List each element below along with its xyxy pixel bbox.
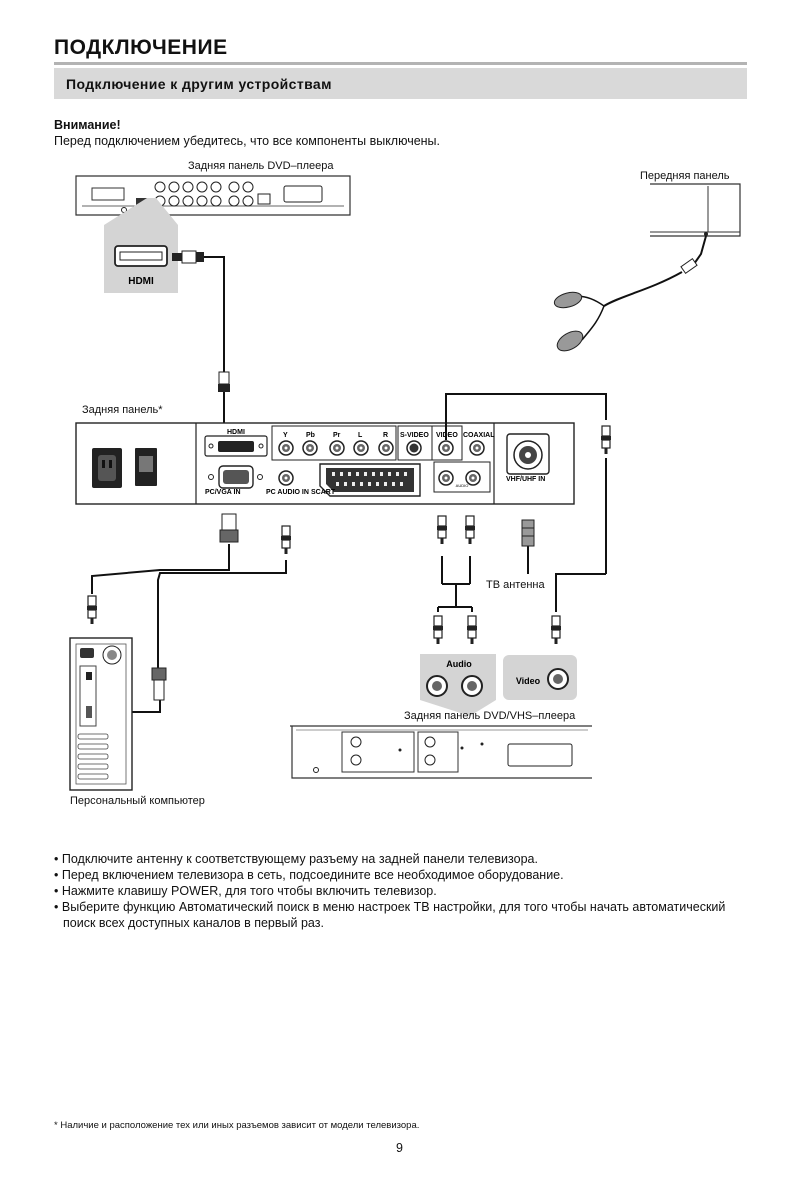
- instruction-list: Подключите антенну к соответствующему ра…: [54, 851, 754, 931]
- port-pc-audio-label: PC AUDIO IN: [266, 489, 309, 496]
- section-band: [54, 68, 747, 99]
- title-rule: [54, 62, 747, 65]
- front-panel-label: Передняя панель: [640, 170, 730, 182]
- tv-antenna-label: ТВ антенна: [486, 579, 545, 591]
- port-l-label: L: [358, 432, 363, 439]
- hdmi-callout: HDMI: [104, 198, 204, 293]
- video-callout: Video: [503, 655, 577, 700]
- instruction-item: Перед включением телевизора в сеть, подс…: [54, 867, 754, 883]
- port-pb-label: Pb: [306, 432, 315, 439]
- hdmi-plug: [218, 371, 230, 430]
- port-video-label: VIDEO: [436, 432, 458, 439]
- instruction-item: Нажмите клавишу POWER, для того чтобы вк…: [54, 883, 754, 899]
- warning-heading: Внимание!: [54, 118, 121, 132]
- port-pc-vga-label: PC/VGA IN: [205, 489, 241, 496]
- footnote: * Наличие и расположение тех или иных ра…: [54, 1120, 420, 1131]
- port-pr-label: Pr: [333, 432, 341, 439]
- port-scart-label: SCART: [311, 489, 336, 496]
- audio-badge: Audio: [446, 659, 472, 669]
- instruction-item: Выберите функцию Автоматический поиск в …: [54, 899, 754, 931]
- port-hdmi-label: HDMI: [227, 429, 245, 436]
- audio-callout: Audio: [420, 654, 496, 716]
- plugs: [86, 425, 612, 701]
- pc-tower: [69, 637, 133, 791]
- hdmi-cable: [204, 256, 225, 372]
- vhs-rear-label: Задняя панель DVD/VHS–плеера: [404, 710, 576, 722]
- hdmi-badge: HDMI: [128, 276, 154, 287]
- page-number: 9: [396, 1141, 403, 1155]
- video-badge: Video: [516, 676, 541, 686]
- port-coaxial-label: COAXIAL: [463, 432, 495, 439]
- port-r-label: R: [383, 432, 388, 439]
- tv-rear-label: Задняя панель*: [82, 404, 163, 416]
- section-title: Подключение к другим устройствам: [66, 76, 332, 92]
- connection-diagram: HDMI: [69, 175, 741, 791]
- instruction-item: Подключите антенну к соответствующему ра…: [54, 851, 754, 867]
- vhs-player-rear: [290, 725, 592, 779]
- pc-label: Персональный компьютер: [70, 795, 205, 807]
- port-svideo-label: S-VIDEO: [400, 432, 429, 439]
- port-vhf-label: VHF/UHF IN: [506, 476, 545, 483]
- svg-text:AUDIO: AUDIO: [456, 483, 469, 488]
- dvd-rear-label: Задняя панель DVD–плеера: [188, 160, 334, 172]
- dvd-player-rear: [75, 175, 351, 216]
- warning-text: Перед подключением убедитесь, что все ко…: [54, 134, 441, 148]
- port-y-label: Y: [283, 432, 288, 439]
- page-title: ПОДКЛЮЧЕНИЕ: [54, 36, 228, 59]
- tv-rear-panel: AUDIO: [75, 422, 575, 505]
- tv-front-panel: [553, 183, 741, 352]
